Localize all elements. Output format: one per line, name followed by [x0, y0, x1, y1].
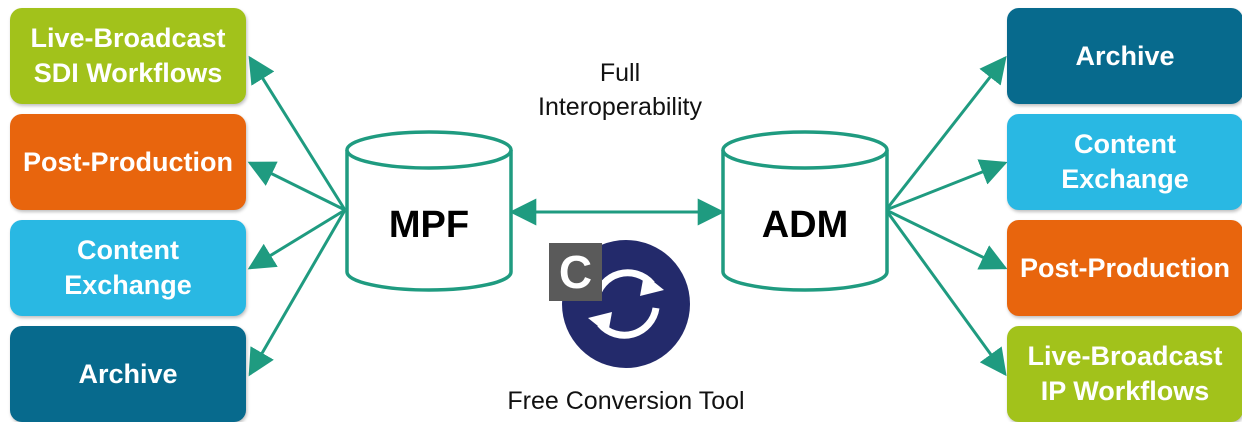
interop-line-2: Interoperability	[538, 93, 702, 121]
adm-label: ADM	[761, 204, 849, 246]
arrow-mpf-to-left-1	[248, 55, 347, 211]
conversion-tool-logo	[549, 240, 690, 368]
box-line: Archive	[1075, 40, 1175, 71]
right-box-live-broadcast-ip: Live-Broadcast IP Workflows	[1007, 326, 1242, 422]
right-box-archive: Archive	[1007, 8, 1242, 104]
interop-line-1: Full	[599, 59, 641, 87]
box-line: Live-Broadcast	[30, 23, 226, 53]
left-box-content-exchange: Content Exchange	[10, 220, 246, 316]
box-line: Content	[77, 235, 179, 265]
arrow-mpf-to-left-4	[248, 209, 347, 377]
box-line: SDI Workflows	[33, 58, 223, 88]
adm-cylinder	[721, 130, 889, 292]
left-box-live-broadcast-sdi: Live-Broadcast SDI Workflows	[10, 8, 246, 104]
arrow-adm-to-right-4	[884, 209, 1007, 377]
arrow-mpf-to-left-3	[247, 208, 346, 270]
arrow-adm-to-right-1	[884, 55, 1007, 211]
right-box-content-exchange: Content Exchange	[1007, 114, 1242, 210]
box-line: Exchange	[64, 270, 192, 300]
box-line: Post-Production	[23, 146, 233, 177]
box-line: Post-Production	[1020, 252, 1230, 283]
mpf-label: MPF	[388, 204, 470, 246]
arrow-adm-to-right-2	[885, 159, 1008, 212]
arrow-adm-to-right-3	[885, 208, 1008, 270]
box-line: IP Workflows	[1040, 376, 1210, 406]
conversion-tool-caption: Free Conversion Tool	[507, 387, 745, 415]
c-badge-letter: C	[558, 246, 593, 298]
left-box-post-production: Post-Production	[10, 114, 246, 210]
box-line: Live-Broadcast	[1027, 341, 1223, 371]
left-box-archive: Archive	[10, 326, 246, 422]
mpf-cylinder	[345, 130, 513, 292]
right-box-post-production: Post-Production	[1007, 220, 1242, 316]
box-line: Archive	[78, 358, 178, 389]
box-line: Exchange	[1061, 164, 1189, 194]
c-badge-icon	[549, 243, 602, 301]
interoperability-label: Full Interoperability	[490, 56, 750, 124]
box-line: Content	[1074, 129, 1176, 159]
arrow-mpf-to-left-2	[247, 161, 346, 212]
